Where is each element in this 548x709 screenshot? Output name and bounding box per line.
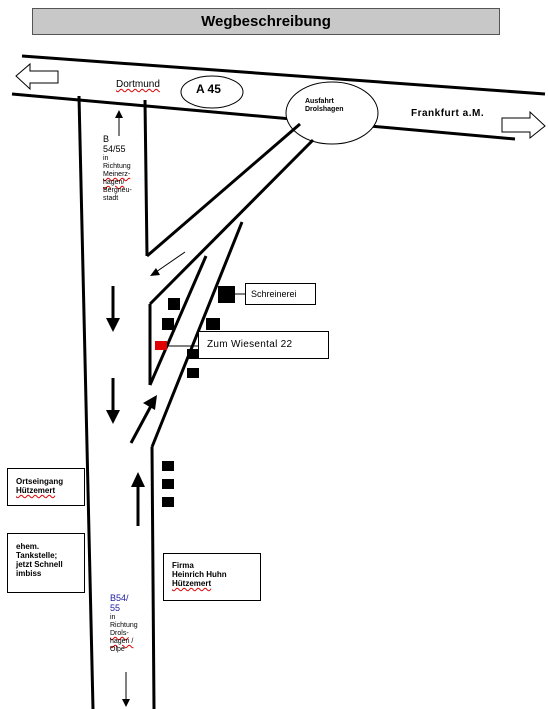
tankstelle-box: ehem. Tankstelle; jetzt Schnell imbiss xyxy=(7,533,85,593)
ramp-thin-arrowhead xyxy=(150,268,160,276)
building xyxy=(187,349,199,359)
b54-south-num1: B54/ xyxy=(110,593,129,603)
turn-arrowhead xyxy=(143,395,157,410)
frankfurt-direction-arrow xyxy=(501,110,546,140)
b54-north-l3: Bergneu- xyxy=(103,186,132,194)
a45-north-edge xyxy=(21,54,546,96)
b54-north-num: 54/55 xyxy=(103,144,126,155)
b54-east-edge-lower xyxy=(150,446,156,709)
building-schreinerei xyxy=(218,286,235,303)
schreinerei-box: Schreinerei xyxy=(245,283,316,305)
tankstelle-line4: imbiss xyxy=(16,569,42,578)
b54-south-label: B54/ 55 in Richtung Drols- hagen / Olpe xyxy=(110,593,138,654)
a45-sign xyxy=(180,75,244,109)
ortseingang-box: Ortseingang Hützemert xyxy=(7,468,85,506)
b54-south-l3: Olpe xyxy=(110,645,125,653)
destination-marker xyxy=(155,341,167,350)
page-title: Wegbeschreibung xyxy=(32,8,500,35)
tankstelle-line2: Tankstelle; xyxy=(16,551,58,560)
ramp-west-edge xyxy=(146,122,301,258)
southbound-arrowhead-1 xyxy=(106,318,120,332)
firma-box: Firma Heinrich Huhn Hützemert xyxy=(163,553,261,601)
tankstelle-line3: jetzt Schnell xyxy=(16,560,63,569)
a45-south-edge xyxy=(11,92,516,141)
tankstelle-line1: ehem. xyxy=(16,542,40,551)
firma-line2: Heinrich Huhn xyxy=(172,570,227,579)
b54-south-in: in xyxy=(110,613,116,621)
b54-north-l1: Meinerz- xyxy=(103,170,131,178)
south-thin-arrowhead xyxy=(122,699,130,707)
b54-south-richtung: Richtung xyxy=(110,621,138,629)
building xyxy=(206,318,220,330)
b54-north-l4: stadt xyxy=(103,194,119,202)
island-east-edge xyxy=(148,255,208,386)
southbound-arrowhead-2 xyxy=(106,410,120,424)
a45-label: A 45 xyxy=(196,82,221,96)
b54-north-b: B xyxy=(103,134,110,144)
building xyxy=(187,368,199,378)
frankfurt-label: Frankfurt a.M. xyxy=(411,108,485,119)
dortmund-direction-arrow xyxy=(15,62,59,91)
ramp-east-edge xyxy=(148,138,315,306)
b54-west-edge xyxy=(77,95,95,709)
b54-south-l2: hagen / xyxy=(110,637,134,645)
address-box: Zum Wiesental 22 xyxy=(198,331,329,359)
building xyxy=(162,318,174,330)
b54-east-edge-upper xyxy=(143,99,149,257)
north-thin-arrowhead xyxy=(115,110,123,118)
building xyxy=(162,461,174,471)
building xyxy=(162,479,174,489)
b54-south-l1: Drols- xyxy=(110,629,129,637)
dortmund-label: Dortmund xyxy=(116,79,160,90)
b54-south-num2: 55 xyxy=(110,603,121,614)
building xyxy=(168,298,180,310)
firma-line1: Firma xyxy=(172,561,194,570)
building xyxy=(162,497,174,507)
exit-label-line1: Ausfahrt xyxy=(305,98,334,105)
b54-north-l2: hagen/ xyxy=(103,178,125,186)
b54-north-in: in xyxy=(103,154,109,162)
northbound-arrowhead xyxy=(131,472,145,487)
ortseingang-line2: Hützemert xyxy=(16,486,56,495)
exit-label: Ausfahrt Drolshagen xyxy=(305,98,344,114)
b54-north-richtung: Richtung xyxy=(103,162,131,170)
exit-label-line2: Drolshagen xyxy=(305,106,344,114)
access-road-edge xyxy=(150,221,244,448)
b54-north-label: B 54/55 in Richtung Meinerz- hagen/ Berg… xyxy=(103,134,132,203)
turn-arrow xyxy=(129,403,154,444)
ortseingang-line1: Ortseingang xyxy=(16,477,64,486)
exit-drolshagen-sign xyxy=(285,81,379,145)
firma-line3: Hützemert xyxy=(172,579,212,588)
ramp-thin-arrow xyxy=(155,251,186,273)
